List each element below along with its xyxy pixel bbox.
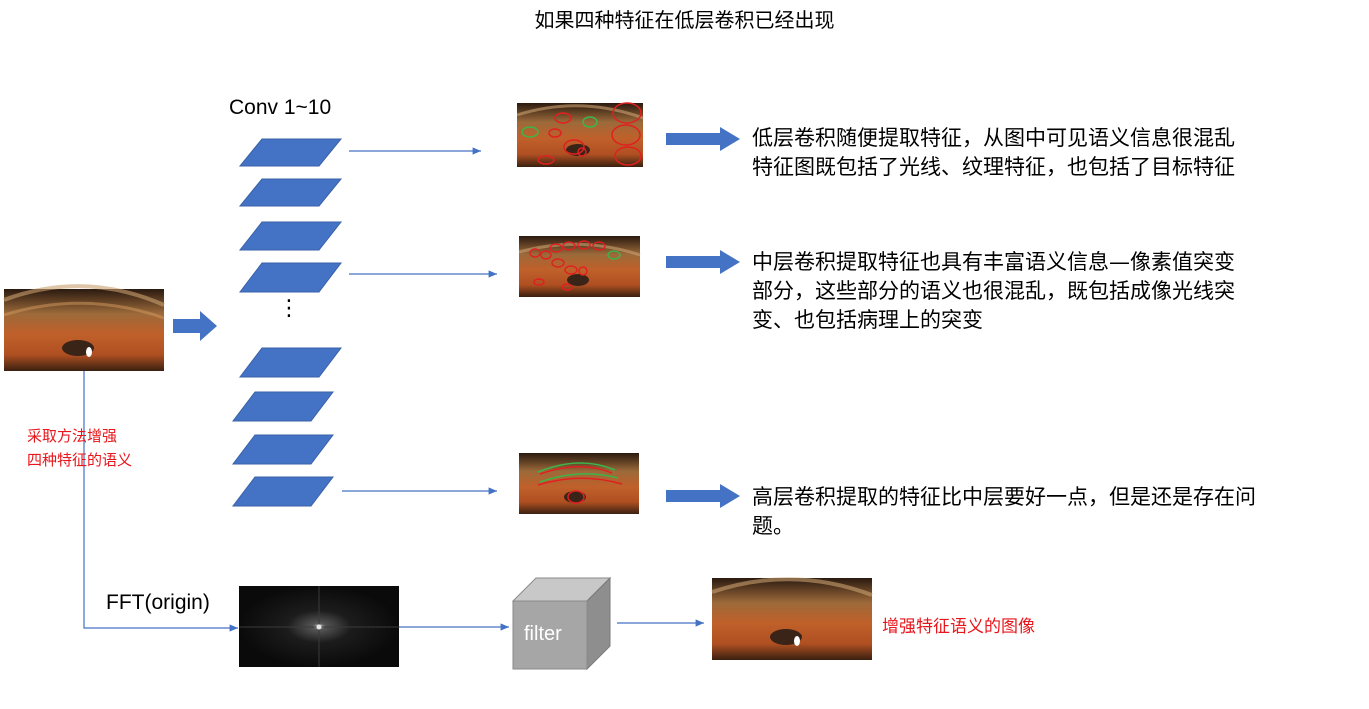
enhanced-output-image [711, 577, 873, 660]
enhance-note-line-1: 采取方法增强 [27, 427, 118, 445]
filter-cube [511, 576, 612, 671]
input-to-conv-arrow [173, 311, 217, 341]
mid-level-description: 中层卷积提取特征也具有丰富语义信息—像素值突变 部分，这些部分的语义也很混乱，既… [752, 248, 1235, 335]
diagram-title: 如果四种特征在低层卷积已经出现 [534, 8, 835, 32]
low-desc-arrow [666, 127, 740, 151]
high-desc-line-1: 高层卷积提取的特征比中层要好一点，但是还是存在问 [752, 485, 1256, 509]
mid-level-feature-map [518, 236, 641, 297]
enhance-note-line-2: 四种特征的语义 [27, 451, 133, 469]
mid-desc-arrow [666, 250, 740, 274]
conv-layer-7 [231, 434, 335, 465]
mid-desc-line-1: 中层卷积提取特征也具有丰富语义信息—像素值突变 [752, 250, 1235, 274]
original-eye-image [3, 284, 165, 371]
enhanced-image-label: 增强特征语义的图像 [882, 617, 1035, 637]
high-level-description: 高层卷积提取的特征比中层要好一点，但是还是存在问 题。 [752, 483, 1256, 541]
low-level-feature-map [516, 102, 644, 167]
high-desc-line-2: 题。 [752, 514, 794, 538]
conv-layer-4 [238, 262, 343, 293]
conv-layer-1 [238, 138, 343, 167]
conv-ellipsis: ⋮ [278, 296, 300, 321]
conv-layer-6 [231, 391, 335, 422]
conv-layer-8 [231, 476, 335, 507]
enhance-method-note: 采取方法增强 四种特征的语义 [27, 424, 132, 472]
conv-layer-5 [238, 347, 343, 378]
low-desc-line-1: 低层卷积随便提取特征，从图中可见语义信息很混乱 [752, 126, 1235, 150]
high-desc-arrow [666, 484, 740, 508]
fft-spectrum-image [239, 586, 399, 667]
conv-layer-3 [238, 221, 343, 251]
filter-label: filter [524, 623, 562, 645]
mid-desc-line-3: 变、也包括病理上的突变 [752, 308, 983, 332]
fft-label: FFT(origin) [106, 591, 210, 614]
low-desc-line-2: 特征图既包括了光线、纹理特征，也包括了目标特征 [752, 155, 1235, 179]
conv-layer-2 [238, 178, 343, 207]
conv-layer-stack [231, 138, 343, 507]
enhance-path-line [83, 371, 238, 632]
low-level-description: 低层卷积随便提取特征，从图中可见语义信息很混乱 特征图既包括了光线、纹理特征，也… [752, 124, 1235, 182]
mid-desc-line-2: 部分，这些部分的语义也很混乱，既包括成像光线突 [752, 279, 1235, 303]
high-level-feature-map [519, 453, 639, 514]
conv-layers-label: Conv 1~10 [229, 96, 332, 119]
